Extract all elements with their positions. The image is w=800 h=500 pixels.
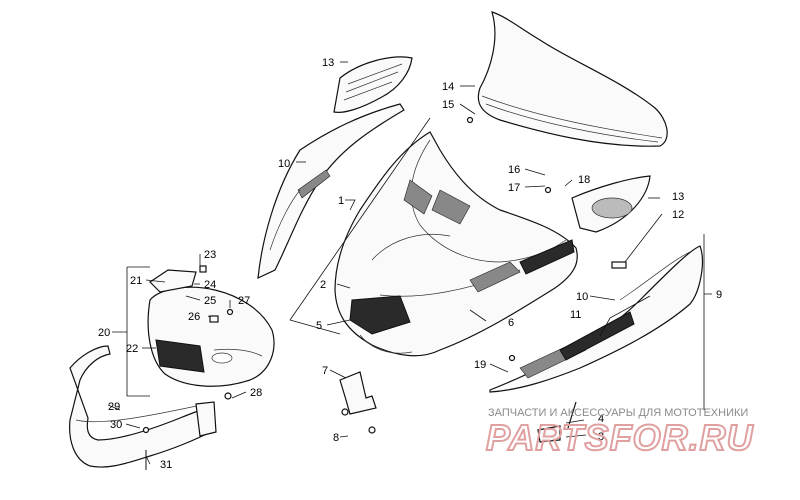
callout-30: 30 (110, 419, 122, 431)
callout-31: 31 (160, 459, 172, 471)
callout-11: 11 (570, 309, 581, 321)
callout-10-lower: 10 (576, 291, 588, 303)
callout-13-upper: 13 (322, 57, 334, 69)
side-panel-left (257, 103, 405, 279)
callout-16: 16 (508, 164, 520, 176)
watermark: ЗАПЧАСТИ И АКСЕССУАРЫ ДЛЯ МОТОТЕХНИКИ PA… (485, 407, 754, 459)
callout-22: 22 (126, 343, 138, 355)
callout-4: 4 (598, 413, 604, 425)
callout-19: 19 (474, 359, 486, 371)
callout-15: 15 (442, 99, 454, 111)
callout-21: 21 (130, 275, 142, 287)
callout-7: 7 (322, 365, 328, 377)
headlight-housing (147, 286, 275, 387)
windshield (477, 11, 668, 147)
callout-5: 5 (316, 320, 322, 332)
callout-26: 26 (188, 311, 200, 323)
callout-9: 9 (716, 289, 722, 301)
bracket-mount (339, 371, 377, 434)
callout-23: 23 (204, 249, 216, 261)
callout-17: 17 (508, 182, 520, 194)
callout-1: 1 (338, 195, 344, 207)
callout-29: 29 (108, 401, 120, 413)
bumper (69, 345, 217, 468)
callout-24: 24 (204, 279, 216, 291)
callout-13-right: 13 (672, 191, 684, 203)
watermark-logo: PARTSFOR.RU (486, 417, 754, 458)
fasteners (142, 116, 627, 470)
callout-25: 25 (204, 295, 216, 307)
callout-14: 14 (442, 81, 454, 93)
callout-20: 20 (98, 327, 110, 339)
hood (334, 131, 578, 357)
callouts: 13 10 1 2 5 14 15 16 17 18 13 12 9 10 11… (98, 57, 722, 471)
callout-8: 8 (333, 432, 339, 444)
watermark-text: ЗАПЧАСТИ И АКСЕССУАРЫ ДЛЯ МОТОТЕХНИКИ (488, 407, 748, 419)
callout-27: 27 (238, 295, 250, 307)
side-panel-right (489, 245, 703, 393)
callout-2: 2 (320, 279, 326, 291)
vent-upper (333, 56, 413, 113)
vent-right (571, 175, 651, 233)
trim-piece (149, 269, 197, 293)
callout-10-upper: 10 (278, 158, 290, 170)
callout-28: 28 (250, 387, 262, 399)
leader-lines (107, 61, 712, 465)
callout-6: 6 (508, 317, 514, 329)
callout-3: 3 (598, 431, 604, 443)
callout-18: 18 (578, 174, 590, 186)
callout-12: 12 (672, 209, 684, 221)
